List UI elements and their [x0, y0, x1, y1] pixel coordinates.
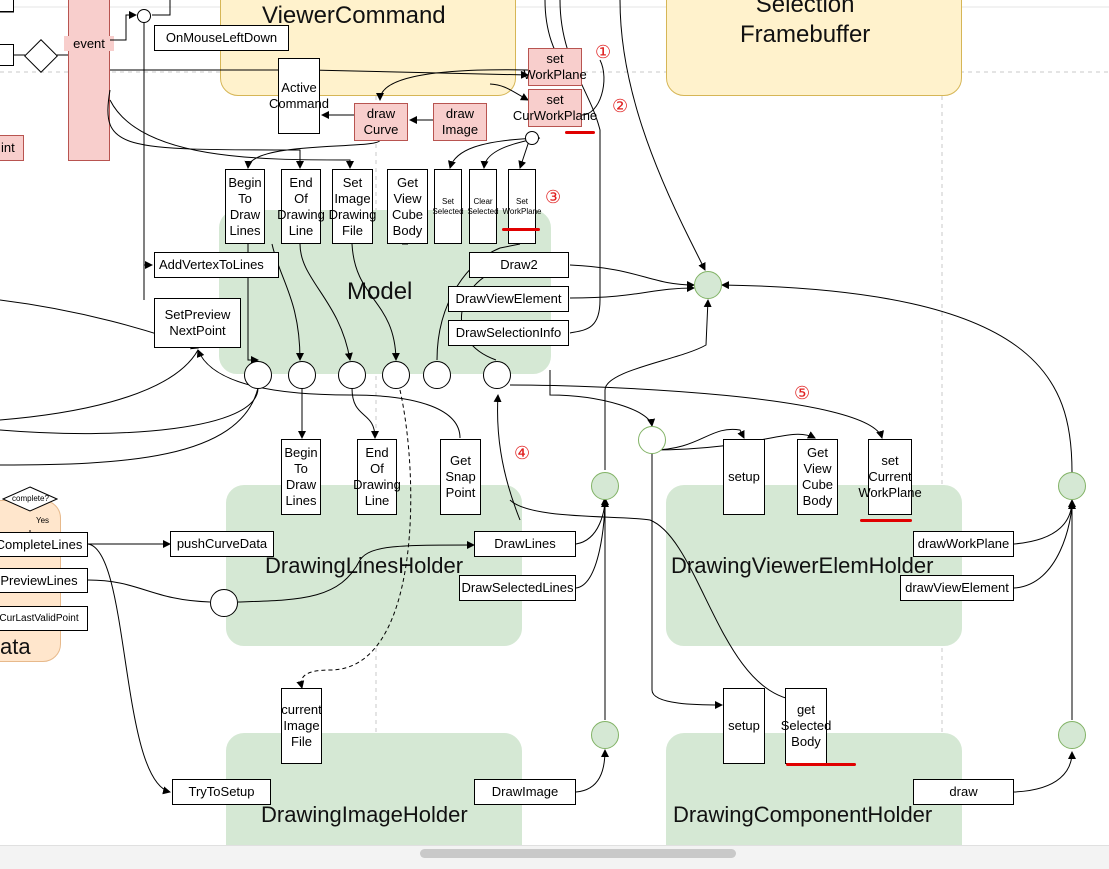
add-vertex-to-lines-node[interactable]: AddVertexToLines	[154, 252, 279, 278]
get-snap-point-node[interactable]: Get Snap Point	[440, 439, 481, 515]
viewer-holder-output-junction	[1058, 472, 1086, 500]
get-view-cube-body-2-node[interactable]: Get View Cube Body	[797, 439, 838, 515]
region-title-viewer-command: ViewerCommand	[262, 2, 446, 29]
draw-image-2-node[interactable]: DrawImage	[474, 779, 576, 805]
current-image-file-node[interactable]: current Image File	[281, 688, 322, 764]
region-title-drawing-viewer-elem-holder: DrawingViewerElemHolder	[671, 553, 934, 578]
set-selected-node[interactable]: Set Selected	[432, 169, 464, 244]
junction-workplane	[525, 131, 539, 145]
event-column[interactable]	[68, 0, 110, 161]
region-selection-framebuffer[interactable]	[666, 0, 962, 96]
setup-viewer-node[interactable]: setup	[723, 439, 765, 515]
draw2-node[interactable]: Draw2	[469, 252, 569, 278]
annotation-marker-4: ④	[514, 443, 531, 464]
draw-workplane-node[interactable]: drawWorkPlane	[913, 531, 1014, 557]
annotation-marker-3: ③	[545, 187, 562, 208]
annotation-marker-2: ②	[612, 96, 629, 117]
draw-curve-node[interactable]: draw Curve	[354, 103, 408, 141]
model-junction-1	[244, 361, 272, 389]
holder-begin-to-draw-lines-node[interactable]: Begin To Draw Lines	[281, 439, 321, 515]
draw-merge-junction	[694, 271, 722, 299]
int-partial-node[interactable]: int	[0, 135, 24, 161]
annotation-underline-workplane	[502, 228, 540, 231]
get-view-cube-body-node[interactable]: Get View Cube Body	[387, 169, 428, 244]
set-image-drawing-file-node[interactable]: Set Image Drawing File	[329, 169, 376, 244]
region-title-drawing-lines-holder: DrawingLinesHolder	[265, 553, 464, 578]
complete-decision-label: complete?	[12, 494, 49, 503]
annotation-marker-5: ⑤	[794, 383, 811, 404]
clear-selected-node[interactable]: Clear Selected	[467, 169, 499, 244]
model-junction-5	[423, 361, 451, 389]
complete-decision	[1, 486, 59, 512]
set-workplane-small-node[interactable]: Set WorkPlane	[503, 169, 542, 244]
setup-component-node[interactable]: setup	[723, 688, 765, 764]
event-label: event	[64, 36, 114, 51]
annotation-marker-1: ①	[595, 42, 612, 63]
begin-to-draw-lines-node[interactable]: Begin To Draw Lines	[225, 169, 265, 244]
draw-selection-info-node[interactable]: DrawSelectionInfo	[448, 320, 569, 346]
region-title-selection-framebuffer: Selection Framebuffer	[740, 0, 871, 48]
annotation-underline-current-workplane	[860, 519, 912, 522]
end-of-drawing-line-node[interactable]: End Of Drawing Line	[277, 169, 325, 244]
region-title-drawing-image-holder: DrawingImageHolder	[261, 802, 468, 827]
partial-box-left[interactable]	[0, 44, 14, 66]
preview-lines-node[interactable]: PreviewLines	[0, 568, 88, 593]
yes-label: Yes	[36, 516, 50, 525]
set-curworkplane-node[interactable]: set CurWorkPlane	[513, 89, 597, 127]
draw-image-node[interactable]: draw Image	[433, 103, 487, 141]
set-preview-next-point-node[interactable]: SetPreview NextPoint	[154, 298, 241, 348]
push-curve-data-node[interactable]: pushCurveData	[170, 531, 274, 557]
draw-lines-node[interactable]: DrawLines	[474, 531, 576, 557]
cur-last-valid-point-node[interactable]: CurLastValidPoint	[0, 606, 88, 631]
image-holder-output-junction	[591, 721, 619, 749]
draw-view-element-node[interactable]: DrawViewElement	[448, 286, 569, 312]
viewer-split-junction	[638, 426, 666, 454]
try-to-setup-node[interactable]: TryToSetup	[172, 779, 271, 805]
model-junction-4	[382, 361, 410, 389]
lines-holder-output-junction	[591, 472, 619, 500]
draw-view-element-2-node[interactable]: drawViewElement	[900, 575, 1014, 601]
on-mouse-left-down-node[interactable]: OnMouseLeftDown	[154, 25, 289, 51]
get-selected-body-node[interactable]: get Selected Body	[781, 688, 831, 764]
draw-selected-lines-node[interactable]: DrawSelectedLines	[459, 575, 576, 601]
region-title-data: ata	[0, 634, 31, 659]
holder-end-of-drawing-line-node[interactable]: End Of Drawing Line	[353, 439, 401, 515]
annotation-underline-curworkplane	[565, 131, 595, 134]
preview-junction	[210, 589, 238, 617]
region-title-model: Model	[347, 278, 413, 305]
component-holder-output-junction	[1058, 721, 1086, 749]
partial-box-top-left[interactable]	[0, 0, 14, 12]
annotation-underline-selected-body	[786, 763, 856, 766]
model-junction-2	[288, 361, 316, 389]
set-workplane-node[interactable]: set WorkPlane	[523, 48, 587, 86]
region-drawing-image-holder[interactable]	[226, 733, 522, 863]
draw-node[interactable]: draw	[913, 779, 1014, 805]
model-junction-3	[338, 361, 366, 389]
set-current-workplane-node[interactable]: set Current WorkPlane	[858, 439, 922, 515]
horizontal-scrollbar-thumb[interactable]	[420, 849, 736, 858]
model-junction-6	[483, 361, 511, 389]
active-command-node[interactable]: Active Command	[269, 58, 329, 134]
region-title-drawing-component-holder: DrawingComponentHolder	[673, 802, 933, 827]
junction-top	[137, 9, 151, 23]
complete-lines-node[interactable]: CompleteLines	[0, 532, 88, 557]
